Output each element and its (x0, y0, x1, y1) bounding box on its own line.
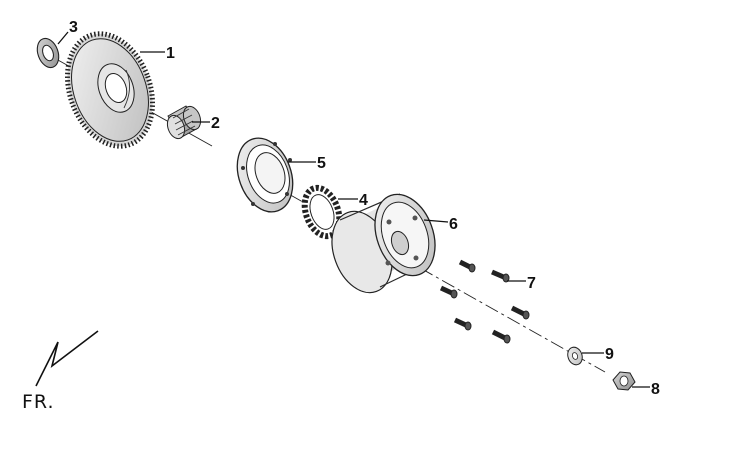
direction-arrow-icon (35, 330, 99, 387)
part-5-clutch-housing (236, 137, 294, 213)
callout-labels: 1 2 3 4 5 6 7 8 9 (69, 19, 660, 398)
bolt (491, 329, 511, 344)
bolt (491, 269, 510, 283)
part-3-oil-seal (36, 37, 60, 69)
front-label: FR. (22, 391, 55, 413)
leader-lines (57, 31, 650, 388)
part-2-needle-bearing (166, 105, 202, 140)
part-8-nut (612, 371, 636, 391)
callout-3: 3 (69, 19, 78, 36)
callout-8: 8 (651, 381, 660, 398)
bolt (453, 317, 472, 331)
callout-6: 6 (449, 216, 458, 233)
callout-9: 9 (605, 346, 614, 363)
callout-5: 5 (317, 155, 326, 172)
part-6-flywheel-rotor (331, 193, 436, 294)
bolt (458, 259, 476, 273)
part-1-driven-gear (64, 31, 156, 149)
part-4-sprag-clutch (301, 184, 343, 240)
part-7-bolts (439, 259, 530, 344)
callout-7: 7 (527, 275, 536, 292)
callout-1: 1 (166, 45, 175, 62)
part-9-washer (567, 346, 583, 366)
front-direction-marker: FR. (22, 330, 99, 413)
callout-2: 2 (211, 115, 220, 132)
bolt (510, 305, 530, 320)
bolt (439, 285, 458, 299)
callout-4: 4 (359, 192, 368, 209)
